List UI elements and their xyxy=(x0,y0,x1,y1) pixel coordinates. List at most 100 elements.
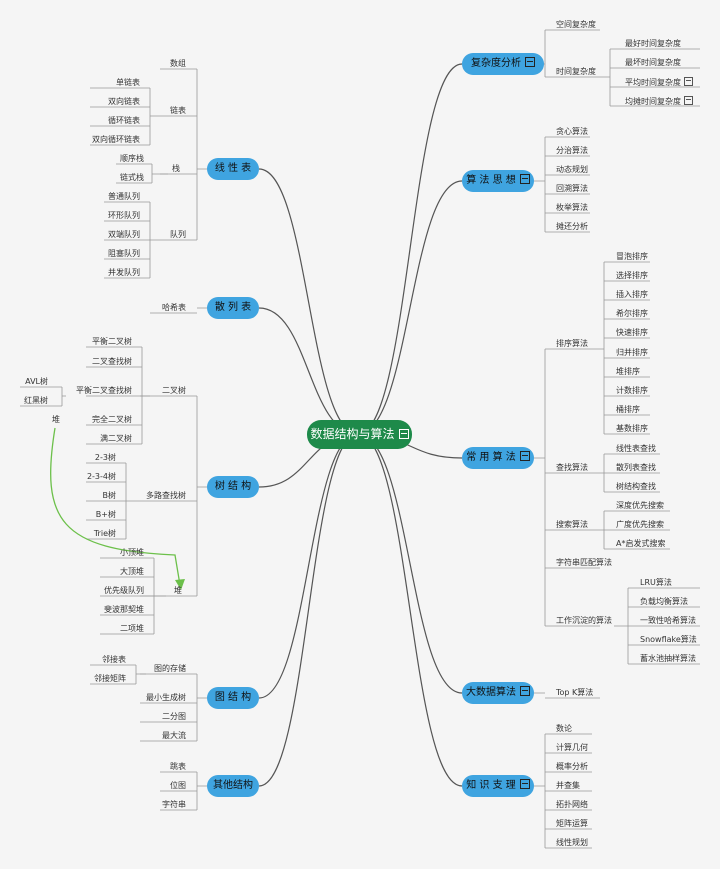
node-bipartite[interactable]: 二分图 xyxy=(162,712,186,721)
node-work[interactable]: 工作沉淀的算法 xyxy=(556,616,612,625)
work-item[interactable]: LRU算法 xyxy=(640,578,672,587)
sort-item[interactable]: 希尔排序 xyxy=(616,309,648,318)
knowledge-item[interactable]: 数论 xyxy=(556,724,572,733)
traverse-item[interactable]: A*启发式搜索 xyxy=(616,539,666,548)
branch-thinking[interactable]: 算 法 思 想 xyxy=(462,170,534,192)
sort-item[interactable]: 快速排序 xyxy=(616,328,648,337)
heap-item[interactable]: 斐波那契堆 xyxy=(104,605,144,614)
stack-item[interactable]: 链式栈 xyxy=(120,173,144,182)
multi-item[interactable]: B树 xyxy=(102,491,117,500)
list-item[interactable]: 循环链表 xyxy=(108,116,140,125)
heap-item[interactable]: 大顶堆 xyxy=(120,567,144,576)
thinking-item[interactable]: 分治算法 xyxy=(556,146,588,155)
queue-item[interactable]: 环形队列 xyxy=(108,211,140,220)
work-item[interactable]: 负载均衡算法 xyxy=(640,597,688,606)
search-item[interactable]: 线性表查找 xyxy=(616,444,656,453)
node-search[interactable]: 查找算法 xyxy=(556,463,588,472)
knowledge-item[interactable]: 概率分析 xyxy=(556,762,588,771)
node-array[interactable]: 数组 xyxy=(170,59,186,68)
queue-item[interactable]: 并发队列 xyxy=(108,268,140,277)
branch-complexity[interactable]: 复杂度分析 xyxy=(462,53,544,75)
node-best[interactable]: 最好时间复杂度 xyxy=(625,39,681,48)
branch-hash[interactable]: 散 列 表 xyxy=(207,297,259,319)
search-item[interactable]: 树结构查找 xyxy=(616,482,656,491)
binary-item[interactable]: 二叉查找树 xyxy=(92,357,132,366)
thinking-item[interactable]: 回溯算法 xyxy=(556,184,588,193)
root-node[interactable]: 数据结构与算法 xyxy=(307,420,412,449)
sort-item[interactable]: 计数排序 xyxy=(616,386,648,395)
node-worst[interactable]: 最坏时间复杂度 xyxy=(625,58,681,67)
sort-item[interactable]: 桶排序 xyxy=(616,405,640,414)
heap-item[interactable]: 二项堆 xyxy=(120,624,144,633)
thinking-item[interactable]: 摊还分析 xyxy=(556,222,588,231)
branch-other[interactable]: 其他结构 xyxy=(207,775,259,797)
list-item[interactable]: 双向循环链表 xyxy=(92,135,140,144)
branch-common[interactable]: 常 用 算 法 xyxy=(462,447,534,469)
sort-item[interactable]: 插入排序 xyxy=(616,290,648,299)
node-amort[interactable]: 均摊时间复杂度 xyxy=(625,96,693,107)
thinking-item[interactable]: 枚举算法 xyxy=(556,203,588,212)
branch-graph[interactable]: 图 结 构 xyxy=(207,687,259,709)
knowledge-item[interactable]: 矩阵运算 xyxy=(556,819,588,828)
multi-item[interactable]: B+树 xyxy=(95,510,116,519)
node-time[interactable]: 时间复杂度 xyxy=(556,67,596,76)
node-sort[interactable]: 排序算法 xyxy=(556,339,588,348)
node-heap[interactable]: 堆 xyxy=(174,586,182,595)
binary-item[interactable]: 平衡二叉查找树 xyxy=(76,386,132,395)
other-item[interactable]: 跳表 xyxy=(170,762,186,771)
sort-item[interactable]: 堆排序 xyxy=(616,367,640,376)
storage-item[interactable]: 邻接矩阵 xyxy=(94,674,126,683)
storage-item[interactable]: 邻接表 xyxy=(102,655,126,664)
search-item[interactable]: 散列表查找 xyxy=(616,463,656,472)
node-rb[interactable]: 红黑树 xyxy=(24,396,48,405)
queue-item[interactable]: 阻塞队列 xyxy=(108,249,140,258)
thinking-item[interactable]: 贪心算法 xyxy=(556,127,588,136)
sort-item[interactable]: 归并排序 xyxy=(616,348,648,357)
branch-tree[interactable]: 树 结 构 xyxy=(207,476,259,498)
queue-item[interactable]: 双端队列 xyxy=(108,230,140,239)
stack-item[interactable]: 顺序栈 xyxy=(120,154,144,163)
knowledge-item[interactable]: 线性规划 xyxy=(556,838,588,847)
node-hashtable[interactable]: 哈希表 xyxy=(162,303,186,312)
branch-bigdata[interactable]: 大数据算法 xyxy=(462,682,534,704)
node-stack[interactable]: 栈 xyxy=(172,164,180,173)
list-item[interactable]: 单链表 xyxy=(116,78,140,87)
branch-knowledge[interactable]: 知 识 支 理 xyxy=(462,775,534,797)
node-space[interactable]: 空间复杂度 xyxy=(556,20,596,29)
knowledge-item[interactable]: 计算几何 xyxy=(556,743,588,752)
knowledge-item[interactable]: 并查集 xyxy=(556,781,580,790)
sort-item[interactable]: 冒泡排序 xyxy=(616,252,648,261)
work-item[interactable]: Snowflake算法 xyxy=(640,635,697,644)
traverse-item[interactable]: 广度优先搜索 xyxy=(616,520,664,529)
multi-item[interactable]: 2-3树 xyxy=(94,453,116,462)
multi-item[interactable]: 2-3-4树 xyxy=(86,472,116,481)
sort-item[interactable]: 基数排序 xyxy=(616,424,648,433)
node-string[interactable]: 字符串匹配算法 xyxy=(556,558,612,567)
node-storage[interactable]: 图的存储 xyxy=(154,664,186,673)
knowledge-item[interactable]: 拓扑网络 xyxy=(556,800,588,809)
node-avg[interactable]: 平均时间复杂度 xyxy=(625,77,693,88)
heap-item[interactable]: 优先级队列 xyxy=(104,586,144,595)
other-item[interactable]: 位图 xyxy=(170,781,186,790)
queue-item[interactable]: 普通队列 xyxy=(108,192,140,201)
node-avl[interactable]: AVL树 xyxy=(25,377,48,386)
node-flow[interactable]: 最大流 xyxy=(162,731,186,740)
node-topk[interactable]: Top K算法 xyxy=(556,688,594,697)
branch-linear[interactable]: 线 性 表 xyxy=(207,158,259,180)
node-traverse[interactable]: 搜索算法 xyxy=(556,520,588,529)
sort-item[interactable]: 选择排序 xyxy=(616,271,648,280)
binary-item[interactable]: 完全二叉树 xyxy=(92,415,132,424)
node-binary[interactable]: 二叉树 xyxy=(162,386,186,395)
heap-item[interactable]: 小顶堆 xyxy=(120,548,144,557)
work-item[interactable]: 一致性哈希算法 xyxy=(640,616,696,625)
node-multi[interactable]: 多路查找树 xyxy=(146,491,186,500)
multi-item[interactable]: Trie树 xyxy=(93,529,116,538)
binary-item[interactable]: 满二叉树 xyxy=(100,434,132,443)
other-item[interactable]: 字符串 xyxy=(162,800,186,809)
work-item[interactable]: 蓄水池抽样算法 xyxy=(640,654,696,663)
node-heap-note[interactable]: 堆 xyxy=(52,415,60,424)
node-queue[interactable]: 队列 xyxy=(170,230,186,239)
node-mst[interactable]: 最小生成树 xyxy=(146,693,186,702)
binary-item[interactable]: 平衡二叉树 xyxy=(92,337,132,346)
traverse-item[interactable]: 深度优先搜索 xyxy=(616,501,664,510)
